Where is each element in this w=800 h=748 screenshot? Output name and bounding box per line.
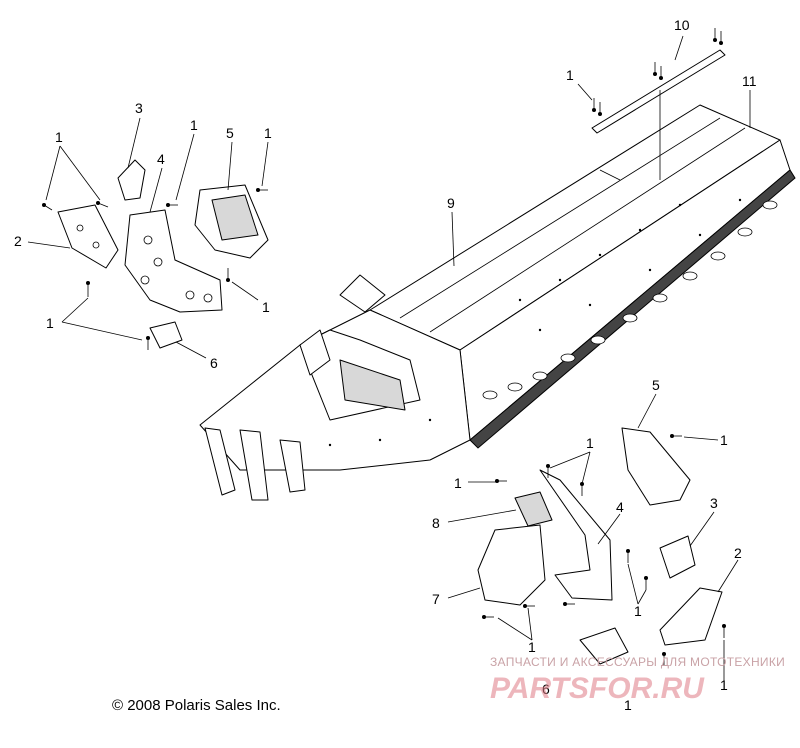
bracket-8 [514,491,553,527]
rail-strip [591,49,726,180]
callout-2: 2 [14,233,22,249]
left-parts-group [42,159,269,350]
callout-1: 1 [566,67,574,83]
top-bolts [592,28,723,116]
clip-6-right [579,627,629,665]
callout-5: 5 [652,377,660,393]
rivet-dots [328,198,742,447]
callout-2: 2 [734,545,742,561]
callout-9: 9 [447,195,455,211]
callout-1: 1 [586,435,594,451]
callout-1: 1 [262,299,270,315]
tunnel-vent-holes [482,200,778,400]
callout-7: 7 [432,591,440,607]
chassis-tunnel [199,104,796,501]
callout-6: 6 [542,681,550,697]
watermark-tagline: ЗАПЧАСТИ И АКСЕССУАРЫ ДЛЯ МОТОТЕХНИКИ [490,655,785,669]
callout-labels: 1 10 11 9 3 1 1 5 1 4 2 1 1 6 5 1 1 1 8 … [14,17,757,713]
leader-lines [27,35,751,682]
callout-1: 1 [634,603,642,619]
strut-4-right [539,469,613,601]
panel-7 [477,524,546,606]
watermark-logo: PARTSFOR.RU [490,672,705,705]
callout-11: 11 [742,73,757,89]
callout-1: 1 [720,677,728,693]
callout-1: 1 [46,315,54,331]
shield-5-right [621,427,691,506]
callout-10: 10 [674,17,690,33]
clip-3-left [117,159,146,201]
callout-1: 1 [624,697,632,713]
callout-1: 1 [454,475,462,491]
callout-1: 1 [264,125,272,141]
callout-1: 1 [528,639,536,655]
copyright-notice: © 2008 Polaris Sales Inc. [112,697,281,714]
clip-6-left [149,321,183,349]
callout-4: 4 [616,499,624,515]
callout-6: 6 [210,355,218,371]
clip-3-right [659,535,696,579]
callout-5: 5 [226,125,234,141]
plate-4-left [124,209,223,313]
callout-4: 4 [157,151,165,167]
callout-1: 1 [720,432,728,448]
callout-8: 8 [432,515,440,531]
right-parts-group [477,427,726,666]
watermark: ЗАПЧАСТИ И АКСЕССУАРЫ ДЛЯ МОТОТЕХНИКИ PA… [490,655,785,705]
bracket-2-left [57,204,119,269]
callout-1: 1 [190,117,198,133]
bracket-2-right [659,587,723,646]
callout-3: 3 [135,100,143,116]
callout-1: 1 [55,129,63,145]
callout-3: 3 [710,495,718,511]
